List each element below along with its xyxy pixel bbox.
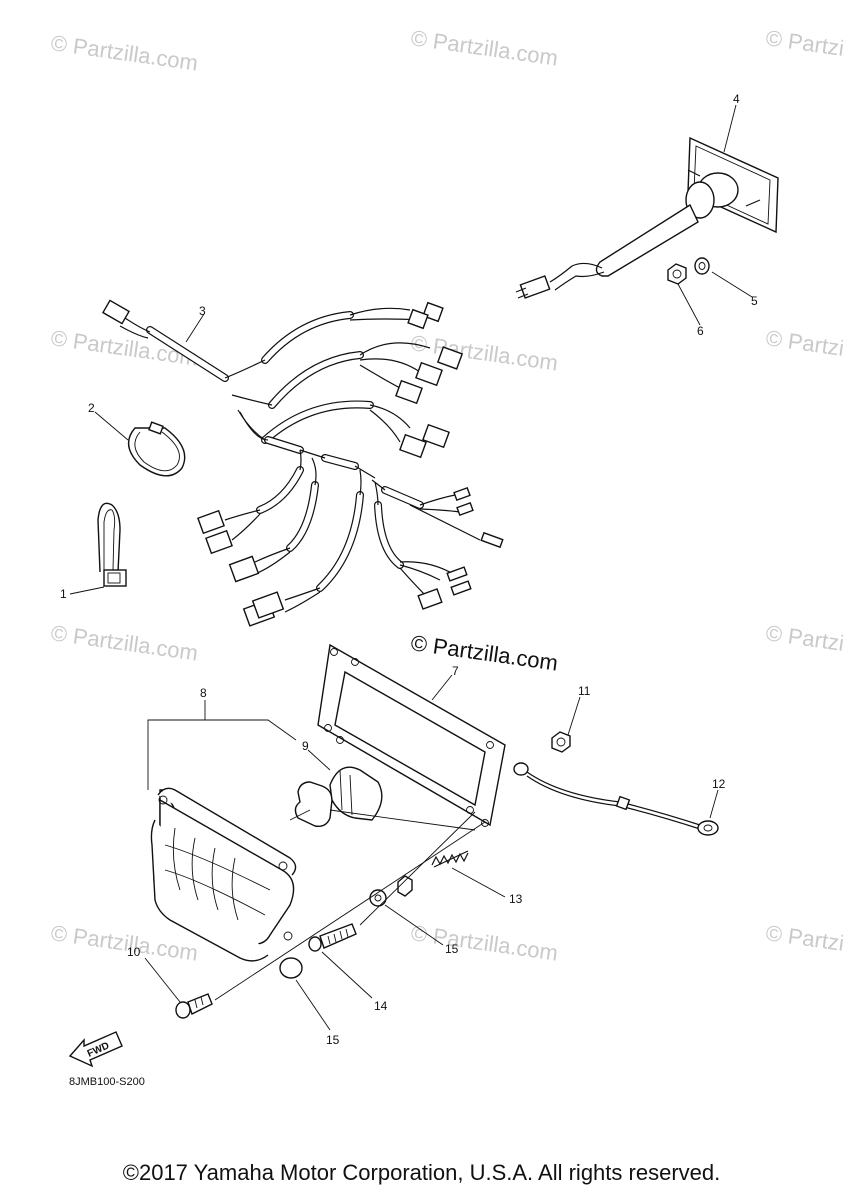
callout-9: 9: [302, 739, 309, 753]
watermark: © Partzilla.com: [764, 325, 843, 370]
callout-3: 3: [199, 304, 206, 318]
callout-6: 6: [697, 324, 704, 338]
copyright-footer: ©2017 Yamaha Motor Corporation, U.S.A. A…: [122, 1160, 721, 1185]
part-2-band-clamp: [127, 421, 186, 477]
part-6-nut: [667, 263, 687, 285]
callout-2: 2: [88, 401, 95, 415]
part-1-cable-tie: [97, 502, 127, 587]
watermark: © Partzilla.com: [764, 920, 843, 965]
callout-15: 15: [445, 942, 459, 956]
callout-11: 11: [578, 684, 591, 698]
callout-14: 14: [374, 999, 388, 1013]
callout-12: 12: [712, 777, 726, 791]
watermark: © Partzilla.com: [764, 620, 843, 665]
part-4-switch: [515, 136, 779, 299]
watermark: © Partzilla.com: [49, 920, 199, 965]
part-10-screw: [175, 993, 213, 1019]
callout-1: 1: [60, 587, 67, 601]
watermark: © Partzilla.com: [409, 25, 559, 70]
callout-5: 5: [751, 294, 758, 308]
watermark: © Partzilla.com: [409, 920, 559, 965]
fwd-arrow: FWD: [68, 1031, 123, 1068]
part-11-nut: [551, 731, 571, 753]
callout-15: 15: [326, 1033, 340, 1047]
diagram-code: 8JMB100-S200: [69, 1076, 145, 1088]
watermark: © Partzilla.com: [49, 30, 199, 75]
part-15-cap: [279, 957, 303, 979]
part-8-headlight: [150, 787, 297, 962]
watermark: © Partzilla.com: [764, 25, 843, 70]
watermark: © Partzilla.com: [49, 620, 199, 665]
callouts: 1 2 3 4 5 6 7 8 9 10 11 12 13 14 15 15: [60, 92, 758, 1047]
leader-lines: [69, 104, 753, 1031]
part-14-screw: [308, 923, 357, 952]
watermark-center: © Partzilla.com: [409, 630, 559, 675]
part-5-washer: [694, 257, 710, 275]
part-3-wire-harness: [102, 299, 504, 627]
part-9-bulb: [294, 766, 383, 828]
part-13-spring: [431, 850, 469, 868]
callout-4: 4: [733, 92, 740, 106]
callout-8: 8: [200, 686, 207, 700]
callout-13: 13: [509, 892, 523, 906]
assembly-lines: [214, 809, 486, 1001]
part-7-gasket: [317, 643, 506, 827]
callout-10: 10: [127, 945, 141, 959]
part-12-ground-lead: [513, 762, 719, 836]
callout-7: 7: [452, 664, 459, 678]
